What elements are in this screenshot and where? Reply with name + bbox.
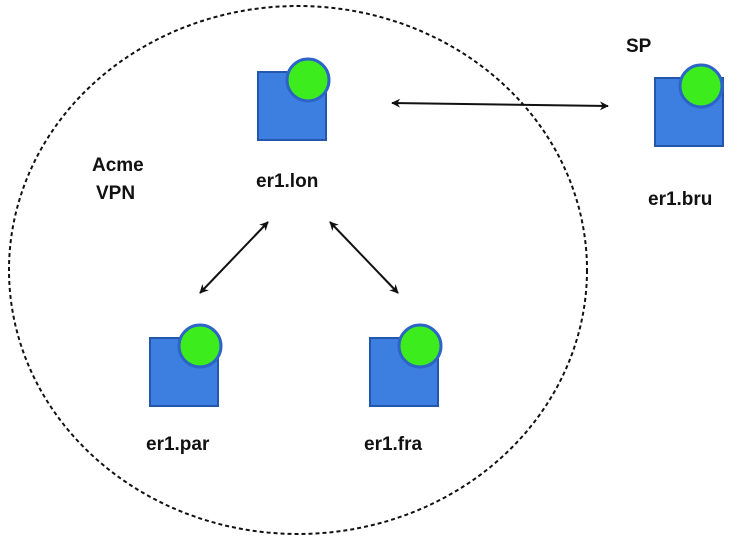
link-lon-par[interactable] [199,221,269,294]
provider-label: SP [626,36,652,57]
router-icon[interactable] [257,57,331,141]
status-indicator-icon [285,57,331,103]
node-label-fra: er1.fra [364,434,423,455]
status-indicator-icon [177,323,223,369]
router-icon[interactable] [654,63,724,147]
vpn-label-line2: VPN [96,183,136,204]
status-indicator-icon [678,63,724,109]
node-label-bru: er1.bru [648,189,713,210]
node-label-par: er1.par [146,434,210,455]
link-lon-bru[interactable] [391,98,609,111]
vpn-label-line1: Acme [92,155,144,176]
router-icon[interactable] [369,323,443,407]
node-label-lon: er1.lon [256,171,319,192]
router-icon[interactable] [149,323,223,407]
vpn-boundary [8,5,588,535]
status-indicator-icon [397,323,443,369]
link-lon-fra[interactable] [329,221,399,294]
